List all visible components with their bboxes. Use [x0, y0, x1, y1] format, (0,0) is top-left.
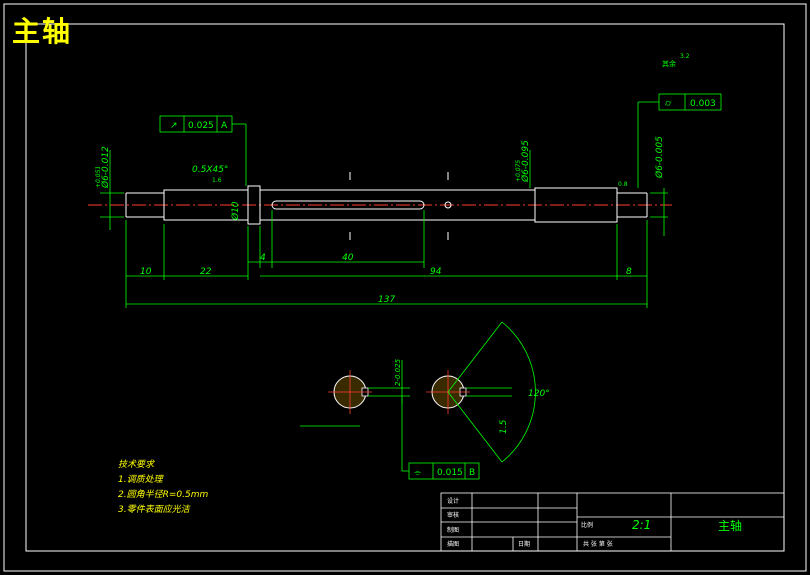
tech-requirement-item: 3.零件表面应光洁 — [118, 505, 190, 515]
tech-requirement-item: 2.圆角半径R=0.5mm — [118, 490, 209, 500]
tech-requirements: 技术要求 1.调质处理 2.圆角半径R=0.5mm 3.零件表面应光洁 — [118, 458, 208, 518]
outer-frame — [3, 3, 807, 572]
surface-r3: 0.8 — [618, 181, 628, 188]
rotated-dimension-texts: Ø6-0.012 +0.051 Ø10 Ø6-0.095 +0.075 Ø6-0… — [95, 136, 665, 434]
tb-row-2: 制图 — [447, 526, 459, 534]
dimension-texts: 10 22 4 40 94 8 137 0.5X45° 120° — [140, 165, 632, 399]
tb-row-0: 设计 — [447, 497, 459, 505]
dim-dia6-left: Ø6-0.012 — [100, 146, 111, 189]
surface-rest: 其余 — [662, 59, 676, 68]
symmetry-datum: B — [469, 468, 475, 478]
tb-scale-value: 2:1 — [632, 518, 651, 532]
dim-angle: 120° — [528, 389, 550, 399]
tb-scale-label: 比例 — [581, 521, 593, 529]
title-block — [440, 492, 785, 552]
dim-94: 94 — [430, 267, 442, 277]
inner-frame — [25, 23, 785, 552]
dim-dia6-mid-top: +0.075 — [515, 160, 522, 182]
dimension-lines — [100, 150, 668, 308]
title-block-texts: 设计 审核 制图 描图 日期 比例 共 张 第 张 — [447, 497, 613, 548]
dim-dia10: Ø10 — [230, 201, 241, 221]
tb-row-3: 描图 — [447, 540, 459, 548]
tech-requirement-item: 1.调质处理 — [118, 475, 163, 485]
surface-r1: 3.2 — [680, 53, 690, 60]
dim-key-depth: 1.5 — [499, 419, 509, 434]
dim-chamfer: 0.5X45° — [192, 165, 228, 175]
symmetry-symbol: ⌯ — [414, 468, 422, 478]
tb-part-name: 主轴 — [718, 518, 742, 533]
runout-symbol: ↗ — [170, 121, 178, 131]
tolerance-texts: ↗ 0.025 A ⌭ 0.003 ⌯ 0.015 B — [170, 99, 716, 478]
dim-dia6-mid: Ø6-0.095 — [520, 140, 531, 183]
shaft-outline — [125, 185, 648, 225]
section-marks — [349, 172, 449, 240]
tolerance-frames — [159, 93, 722, 480]
tb-row-1: 审核 — [447, 511, 459, 519]
tech-requirements-heading: 技术要求 — [118, 460, 155, 470]
dim-137: 137 — [378, 295, 395, 305]
runout-datum: A — [221, 121, 228, 131]
drawing-title: 主轴 — [12, 15, 73, 48]
section-dims — [300, 321, 536, 463]
surface-texts: 其余 3.2 1.6 0.8 — [212, 53, 690, 188]
dim-4: 4 — [260, 253, 266, 263]
dim-22: 22 — [200, 267, 212, 277]
surface-r2: 1.6 — [212, 177, 222, 184]
dim-dia6-left-top: +0.051 — [95, 166, 102, 188]
tb-date-label: 日期 — [518, 540, 530, 548]
dim-40: 40 — [342, 253, 354, 263]
section-view-1 — [328, 370, 372, 414]
cylindricity-symbol: ⌭ — [665, 99, 672, 109]
dim-8: 8 — [626, 267, 632, 277]
symmetry-value: 0.015 — [437, 468, 463, 478]
dim-10: 10 — [140, 267, 152, 277]
dim-key-width: 2-0.025 — [394, 358, 402, 386]
runout-value: 0.025 — [188, 121, 214, 131]
cylindricity-value: 0.003 — [690, 99, 716, 109]
dim-dia6-right: Ø6-0.005 — [654, 136, 665, 179]
tb-sheet-count: 共 张 第 张 — [583, 540, 613, 548]
